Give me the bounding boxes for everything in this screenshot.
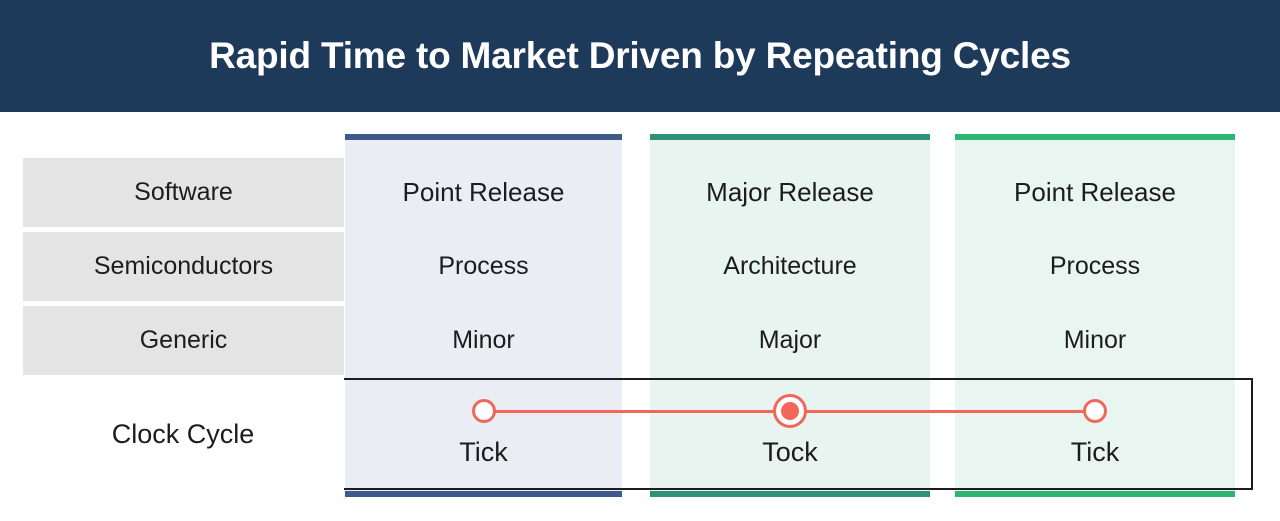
clock-cycle-label: Clock Cycle: [22, 378, 344, 490]
cell-semiconductors-tick2: Process: [1049, 252, 1141, 280]
column-accent-top-tick2: [955, 134, 1235, 140]
page-title: Rapid Time to Market Driven by Repeating…: [209, 35, 1071, 76]
timeline-segment-tick1-tock: [484, 410, 790, 413]
column-accent-top-tock: [650, 134, 930, 140]
column-band-tock: [650, 140, 930, 491]
row-label-generic: Generic: [23, 306, 344, 375]
cell-generic-tick1: Minor: [452, 326, 515, 354]
clock-marker-tock-fill: [781, 402, 799, 420]
column-accent-bottom-tick2: [955, 491, 1235, 497]
cell-generic-tick2: Minor: [1063, 326, 1127, 354]
cell-software-tock: Major Release: [706, 177, 874, 207]
clock-marker-label-tick1: Tick: [459, 436, 508, 467]
clock-marker-tick2[interactable]: [1083, 399, 1107, 423]
clock-marker-tick1[interactable]: [472, 399, 496, 423]
cell-software-tick2: Point Release: [1014, 177, 1176, 207]
cell-software-tick1: Point Release: [402, 177, 565, 207]
column-accent-top-tick1: [345, 134, 622, 140]
cell-semiconductors-tock: Architecture: [723, 252, 857, 280]
column-band-tick2: [955, 140, 1235, 491]
cycle-matrix: Software Point Release Major Release Poi…: [0, 112, 1280, 521]
timeline-segment-tock-tick2: [790, 410, 1095, 413]
cell-semiconductors-tick1: Process: [438, 252, 529, 280]
clock-marker-label-tick2: Tick: [1070, 436, 1120, 467]
column-accent-bottom-tick1: [345, 491, 622, 497]
cell-generic-tock: Major: [758, 326, 822, 354]
row-label-semiconductors: Semiconductors: [23, 232, 344, 301]
header-banner: Rapid Time to Market Driven by Repeating…: [0, 0, 1280, 112]
clock-marker-tock[interactable]: [773, 394, 807, 428]
column-accent-bottom-tock: [650, 491, 930, 497]
column-band-tick1: [345, 140, 622, 491]
row-label-software: Software: [23, 158, 344, 227]
clock-marker-label-tock: Tock: [762, 436, 818, 467]
